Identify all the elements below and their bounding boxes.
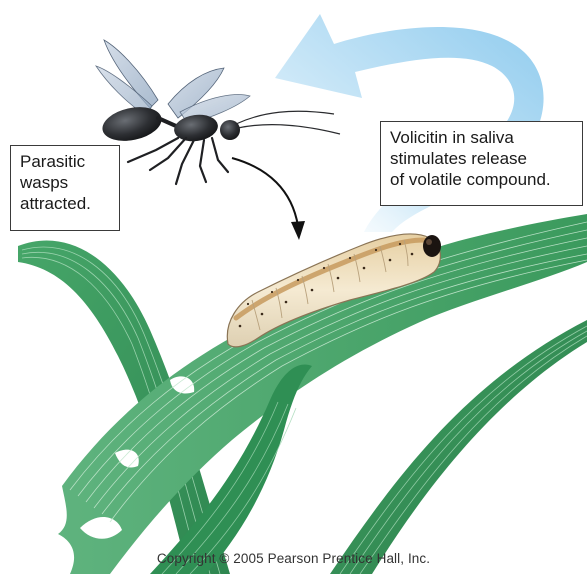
wasp-label-line-3: attracted. xyxy=(20,193,111,214)
volicitin-label-box: Volicitin in saliva stimulates release o… xyxy=(380,121,583,206)
grass-leaf-icon xyxy=(330,320,587,574)
volicitin-label-line-3: of volatile compound. xyxy=(390,169,574,190)
volicitin-label-line-2: stimulates release xyxy=(390,148,574,169)
copyright-notice: Copyright © 2005 Pearson Prentice Hall, … xyxy=(0,551,587,566)
wasp-label-box: Parasitic wasps attracted. xyxy=(10,145,120,231)
wasp-label-line-1: Parasitic xyxy=(20,151,111,172)
volicitin-label-line-1: Volicitin in saliva xyxy=(390,127,574,148)
wasp-label-line-2: wasps xyxy=(20,172,111,193)
black-curved-arrow-icon xyxy=(232,158,305,240)
